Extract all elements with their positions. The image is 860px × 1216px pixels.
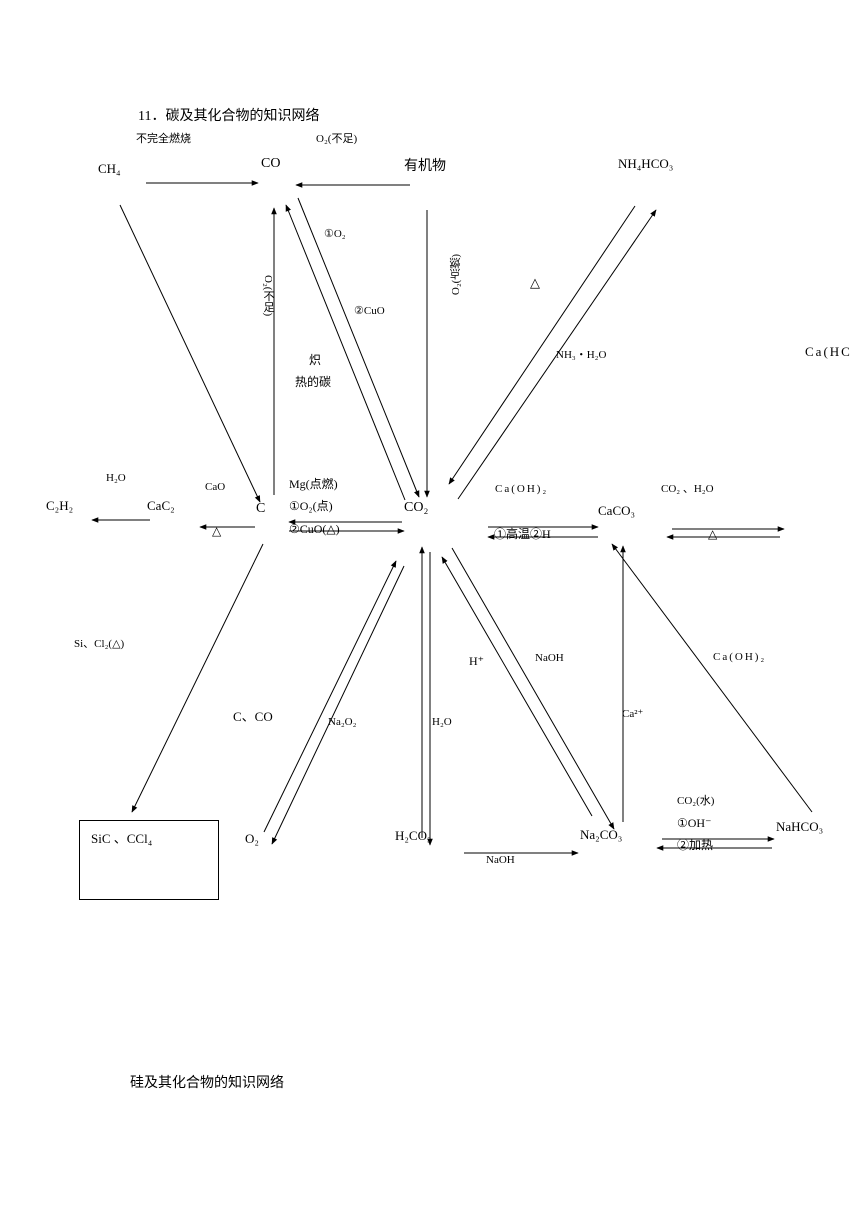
label-delta-right: △ — [708, 527, 718, 541]
label-c-co: C、CO — [233, 709, 273, 724]
label-h2o-mid: H₂O — [432, 716, 452, 728]
label-naoh-bottom: NaOH — [486, 854, 515, 866]
arrow-na2co3-to-co2 — [441, 556, 593, 817]
label-o2-insufficient: O₂(不足) — [316, 133, 358, 145]
node-nh4hco3: NH₄HCO₃ — [618, 156, 674, 171]
node-co: CO — [261, 156, 281, 171]
label-cao: CaO — [205, 481, 226, 493]
label-o2-insufficient-vertical: O₂(不足) — [262, 275, 274, 317]
label-delta-c-cac2: △ — [212, 524, 222, 538]
label-co2-h2o: CO₂ 、H₂O — [661, 483, 714, 495]
node-o2: O₂ — [245, 831, 259, 846]
label-o2-ignite-circle: ①O₂(点) — [289, 499, 333, 513]
arrow-nahco3-to-caco3 — [611, 543, 813, 813]
node-h2co3: H₂CO₃ — [395, 828, 432, 843]
arrow-co2-to-co — [285, 204, 406, 501]
node-c: C — [256, 501, 266, 516]
node-co2: CO₂ — [404, 500, 429, 515]
arrow-o2-to-co2 — [263, 560, 397, 833]
arrow-c-to-sic — [131, 543, 264, 813]
node-cac2: CaC₂ — [147, 498, 175, 513]
silicon-network-heading: 硅及其化合物的知识网络 — [130, 1076, 284, 1091]
label-nh3-h2o: NH₃・H₂O — [556, 349, 607, 361]
arrow-co-to-co2 — [297, 197, 420, 498]
label-mg-ignite: Mg(点燃) — [289, 477, 338, 491]
label-na2o2: Na₂O₂ — [328, 716, 357, 728]
label-high-temp: ①高温②H — [494, 527, 551, 541]
node-ch4: CH₄ — [98, 161, 121, 176]
node-organic: 有机物 — [404, 159, 446, 174]
label-hot-carbon-1: 炽 — [309, 353, 322, 367]
arrow-ch4-to-c — [119, 204, 261, 503]
label-o2-circle1: ①O₂ — [324, 228, 346, 240]
label-cuo-circle2: ②CuO — [354, 305, 385, 317]
label-caoh2: Ca(OH)₂ — [495, 483, 549, 495]
node-na2co3: Na₂CO₃ — [580, 827, 623, 842]
node-cahco3: Ca(HC — [805, 344, 852, 359]
arrow-nh4hco3-to-co2 — [448, 205, 636, 485]
carbon-network-heading: 11．碳及其化合物的知识网络 — [138, 109, 320, 124]
label-o2-ignite-vertical: O₂(点燃) — [450, 254, 462, 296]
label-hot-carbon-2: 热的碳 — [295, 375, 332, 389]
arrow-co2-to-na2co3 — [451, 547, 615, 830]
label-delta-top: △ — [530, 275, 540, 290]
node-nahco3: NaHCO₃ — [776, 819, 824, 834]
label-oh-minus: ①OH⁻ — [677, 816, 712, 830]
node-caco3: CaCO₃ — [598, 503, 636, 518]
label-cuo-delta-circle: ②CuO(△) — [289, 522, 340, 536]
node-sic-ccl4-box: SiC 、CCl₄ — [79, 820, 219, 900]
label-heating: ②加热 — [677, 838, 714, 852]
label-ca2-plus: Ca²⁺ — [622, 708, 644, 720]
label-co2-water: CO₂(水) — [677, 795, 715, 807]
label-h-plus: H⁺ — [469, 654, 484, 668]
label-si-cl2: Si、Cl₂(△) — [74, 638, 125, 650]
label-naoh-mid: NaOH — [535, 652, 564, 664]
node-sic-ccl4: SiC 、CCl₄ — [91, 831, 153, 846]
label-incomplete-combustion: 不完全燃烧 — [136, 133, 191, 145]
arrow-co2-to-nh4hco3 — [457, 209, 657, 500]
node-c2h2: C₂H₂ — [46, 498, 74, 513]
label-h2o-left: H₂O — [106, 472, 126, 484]
arrow-co2-to-o2 — [271, 565, 405, 845]
label-caoh2-right: Ca(OH)₂ — [713, 651, 767, 663]
